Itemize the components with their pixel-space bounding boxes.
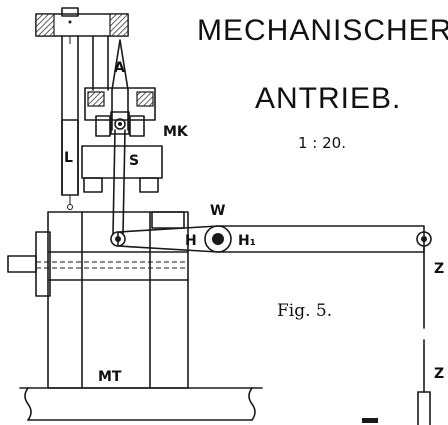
title-line-1: MECHANISCHER [197, 14, 448, 47]
scale-label: 1 : 20. [298, 134, 346, 152]
label-mt: MT [98, 369, 122, 385]
slide-s [81, 145, 163, 193]
column-mt [7, 211, 189, 389]
guide-rods [92, 35, 109, 91]
label-mk: MK [163, 124, 189, 140]
label-h: H [185, 233, 197, 249]
push-rod [112, 129, 126, 235]
title-line-2: ANTRIEB. [255, 82, 401, 115]
label-z-upper: Z [434, 261, 444, 277]
label-h1: H₁ [238, 233, 256, 249]
label-w: W [210, 203, 225, 219]
label-s: S [129, 153, 139, 169]
weight-l [61, 35, 79, 210]
tie-rod-z [417, 245, 431, 425]
conductor-a [111, 39, 129, 131]
figure-label: Fig. 5. [277, 301, 332, 321]
label-z-lower: Z [434, 366, 444, 382]
lever-w [110, 225, 432, 253]
ground [19, 387, 378, 423]
top-beam [35, 7, 129, 44]
label-l: L [64, 150, 73, 166]
magnetic-clutch-mk [84, 87, 156, 137]
label-a: A [114, 60, 125, 76]
